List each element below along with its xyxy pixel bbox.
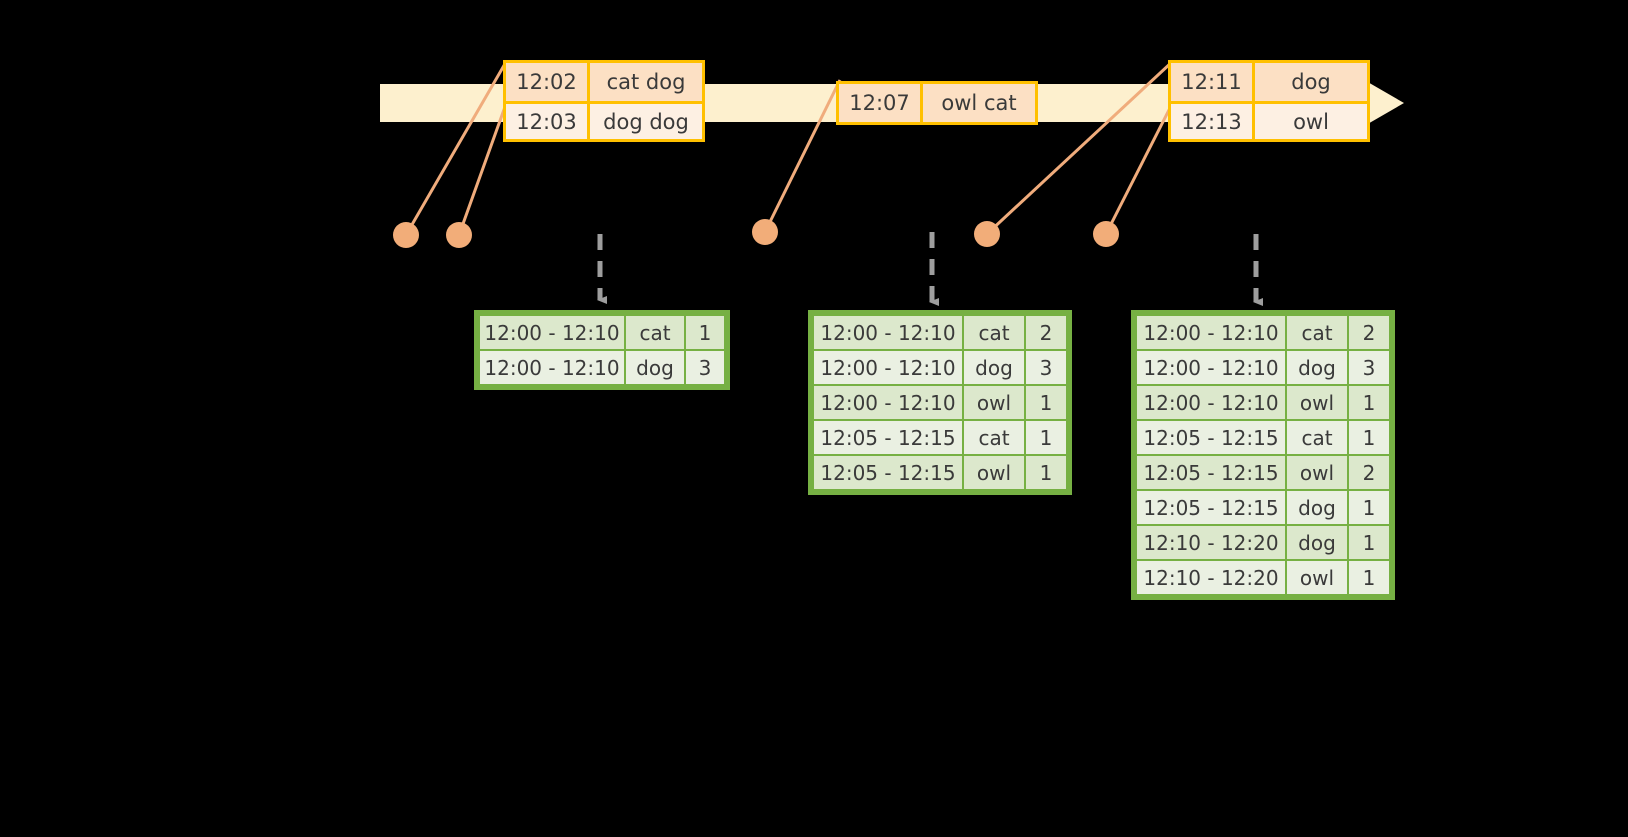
event-dot-1 [393,222,419,248]
word-cell: dog [626,351,684,384]
count-cell: 1 [1026,386,1066,419]
window-cell: 12:05 - 12:15 [814,421,962,454]
window-cell: 12:00 - 12:10 [814,316,962,349]
table-row: 12:05 - 12:15 cat 1 [1137,421,1389,454]
window-cell: 12:05 - 12:15 [1137,456,1285,489]
count-cell: 3 [686,351,724,384]
window-cell: 12:00 - 12:10 [480,316,624,349]
event-group-3[interactable]: 12:11 dog 12:13 owl [1168,60,1370,142]
word-cell: dog [1287,351,1347,384]
table-row: 12:05 - 12:15 cat 1 [814,421,1066,454]
event-time: 12:02 [506,63,590,101]
table-row: 12:00 - 12:10 owl 1 [814,386,1066,419]
event-row: 12:02 cat dog [506,63,702,101]
table-row: 12:05 - 12:15 owl 2 [1137,456,1389,489]
connector-dots [393,219,1119,248]
result-table-2[interactable]: 12:00 - 12:10 cat 2 12:00 - 12:10 dog 3 … [808,310,1072,495]
flow-arrows [597,232,1263,306]
event-group-2[interactable]: 12:07 owl cat [836,81,1038,125]
event-time: 12:07 [839,84,923,122]
result-table-1[interactable]: 12:00 - 12:10 cat 1 12:00 - 12:10 dog 3 [474,310,730,390]
event-row: 12:13 owl [1171,101,1367,139]
window-cell: 12:10 - 12:20 [1137,561,1285,594]
event-dot-4 [974,221,1000,247]
word-cell: dog [1287,526,1347,559]
count-cell: 1 [1349,491,1389,524]
window-cell: 12:00 - 12:10 [1137,386,1285,419]
window-cell: 12:05 - 12:15 [1137,491,1285,524]
word-cell: owl [1287,561,1347,594]
result-table-3[interactable]: 12:00 - 12:10 cat 2 12:00 - 12:10 dog 3 … [1131,310,1395,600]
table-row: 12:05 - 12:15 owl 1 [814,456,1066,489]
count-cell: 2 [1026,316,1066,349]
count-cell: 3 [1349,351,1389,384]
count-cell: 1 [1026,421,1066,454]
window-cell: 12:00 - 12:10 [480,351,624,384]
event-time: 12:11 [1171,63,1255,101]
event-time: 12:03 [506,101,590,139]
window-cell: 12:00 - 12:10 [1137,316,1285,349]
word-cell: owl [1287,386,1347,419]
word-cell: cat [626,316,684,349]
event-words: dog dog [590,101,702,139]
window-cell: 12:00 - 12:10 [814,351,962,384]
table-row: 12:00 - 12:10 cat 2 [814,316,1066,349]
count-cell: 1 [1349,421,1389,454]
word-cell: owl [964,386,1024,419]
table-row: 12:05 - 12:15 dog 1 [1137,491,1389,524]
count-cell: 1 [1349,561,1389,594]
event-words: owl [1255,101,1367,139]
window-cell: 12:10 - 12:20 [1137,526,1285,559]
word-cell: dog [964,351,1024,384]
table-row: 12:10 - 12:20 dog 1 [1137,526,1389,559]
event-words: dog [1255,63,1367,101]
event-dot-2 [446,222,472,248]
window-cell: 12:05 - 12:15 [1137,421,1285,454]
window-cell: 12:00 - 12:10 [1137,351,1285,384]
event-words: owl cat [923,84,1035,122]
event-row: 12:03 dog dog [506,101,702,139]
event-dot-5 [1093,221,1119,247]
table-row: 12:00 - 12:10 dog 3 [814,351,1066,384]
word-cell: cat [1287,316,1347,349]
word-cell: owl [1287,456,1347,489]
word-cell: cat [964,316,1024,349]
table-row: 12:00 - 12:10 owl 1 [1137,386,1389,419]
event-row: 12:11 dog [1171,63,1367,101]
word-cell: dog [1287,491,1347,524]
count-cell: 1 [1026,456,1066,489]
word-cell: owl [964,456,1024,489]
count-cell: 2 [1349,456,1389,489]
event-time: 12:13 [1171,101,1255,139]
window-cell: 12:00 - 12:10 [814,386,962,419]
event-words: cat dog [590,63,702,101]
table-row: 12:00 - 12:10 cat 2 [1137,316,1389,349]
count-cell: 1 [1349,526,1389,559]
event-row: 12:07 owl cat [839,84,1035,122]
event-dot-3 [752,219,778,245]
word-cell: cat [1287,421,1347,454]
count-cell: 1 [1349,386,1389,419]
table-row: 12:00 - 12:10 dog 3 [480,351,724,384]
count-cell: 3 [1026,351,1066,384]
count-cell: 1 [686,316,724,349]
count-cell: 2 [1349,316,1389,349]
table-row: 12:10 - 12:20 owl 1 [1137,561,1389,594]
window-cell: 12:05 - 12:15 [814,456,962,489]
word-cell: cat [964,421,1024,454]
table-row: 12:00 - 12:10 dog 3 [1137,351,1389,384]
table-row: 12:00 - 12:10 cat 1 [480,316,724,349]
event-group-1[interactable]: 12:02 cat dog 12:03 dog dog [503,60,705,142]
